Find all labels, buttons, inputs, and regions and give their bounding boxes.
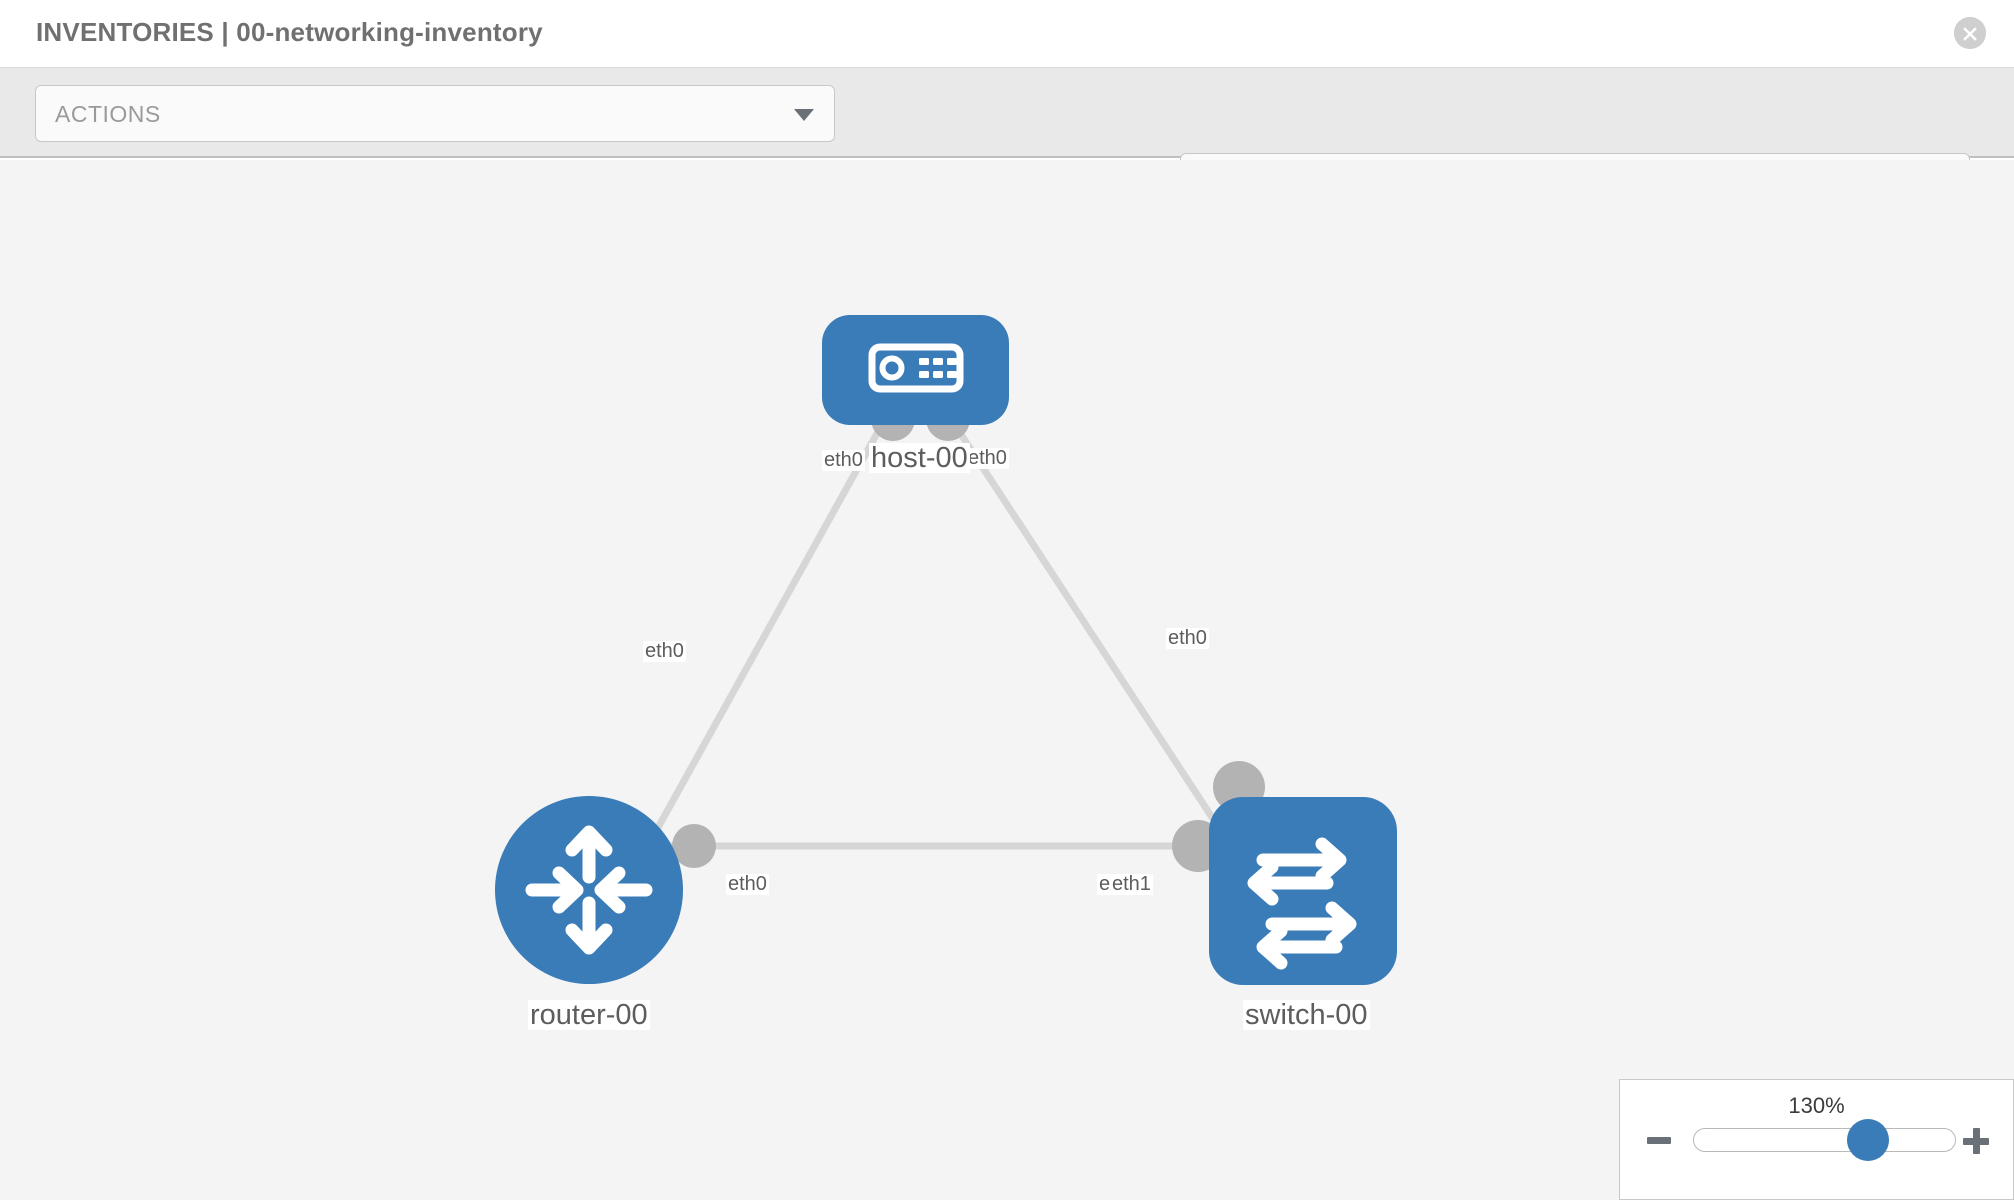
zoom-panel: 130%	[1619, 1079, 2014, 1200]
edge-label-router-up-eth0: eth0	[643, 640, 686, 662]
node-label-switch-00: switch-00	[1243, 999, 1370, 1031]
zoom-slider[interactable]	[1693, 1128, 1956, 1152]
edge-label-switch-left-eth1: eth1	[1110, 873, 1153, 895]
zoom-level-value: 130%	[1788, 1093, 1845, 1118]
toolbar: ACTIONS SEARCH	[0, 68, 2014, 210]
node-host-00[interactable]	[822, 315, 1009, 425]
zoom-slider-thumb[interactable]	[1847, 1119, 1889, 1161]
edge-label-switch-up-eth0: eth0	[1166, 627, 1209, 649]
node-router-00[interactable]	[495, 796, 683, 984]
page-header: INVENTORIES | 00-networking-inventory	[0, 0, 2014, 68]
node-label-router-00: router-00	[528, 999, 650, 1031]
edge-label-host-right-eth0: eth0	[966, 447, 1009, 469]
server-appliance-icon	[868, 343, 964, 393]
edge-label-host-left-eth0: eth0	[822, 449, 865, 471]
actions-dropdown[interactable]: ACTIONS	[35, 85, 835, 142]
actions-dropdown-label: ACTIONS	[55, 101, 161, 127]
switch-arrows-icon	[1247, 837, 1357, 970]
edge-host-switch	[942, 408, 1243, 862]
topology-canvas[interactable]: eth0 eth0 eth0 eth0 eth0 eth eth1 host-0…	[0, 160, 2014, 1200]
connector-router-right	[672, 824, 716, 868]
plus-icon[interactable]	[1963, 1128, 1989, 1154]
topology-graph	[495, 315, 1397, 985]
close-icon[interactable]	[1954, 17, 1986, 49]
minus-icon[interactable]	[1647, 1137, 1671, 1144]
node-label-host-00: host-00	[869, 442, 970, 474]
graph-edges	[636, 408, 1245, 862]
node-switch-00[interactable]	[1209, 797, 1397, 985]
page-title: INVENTORIES | 00-networking-inventory	[36, 17, 543, 47]
router-arrows-icon	[525, 825, 653, 955]
edge-host-router	[636, 408, 894, 862]
edge-label-router-right-eth0: eth0	[726, 873, 769, 895]
chevron-down-icon	[794, 109, 814, 121]
